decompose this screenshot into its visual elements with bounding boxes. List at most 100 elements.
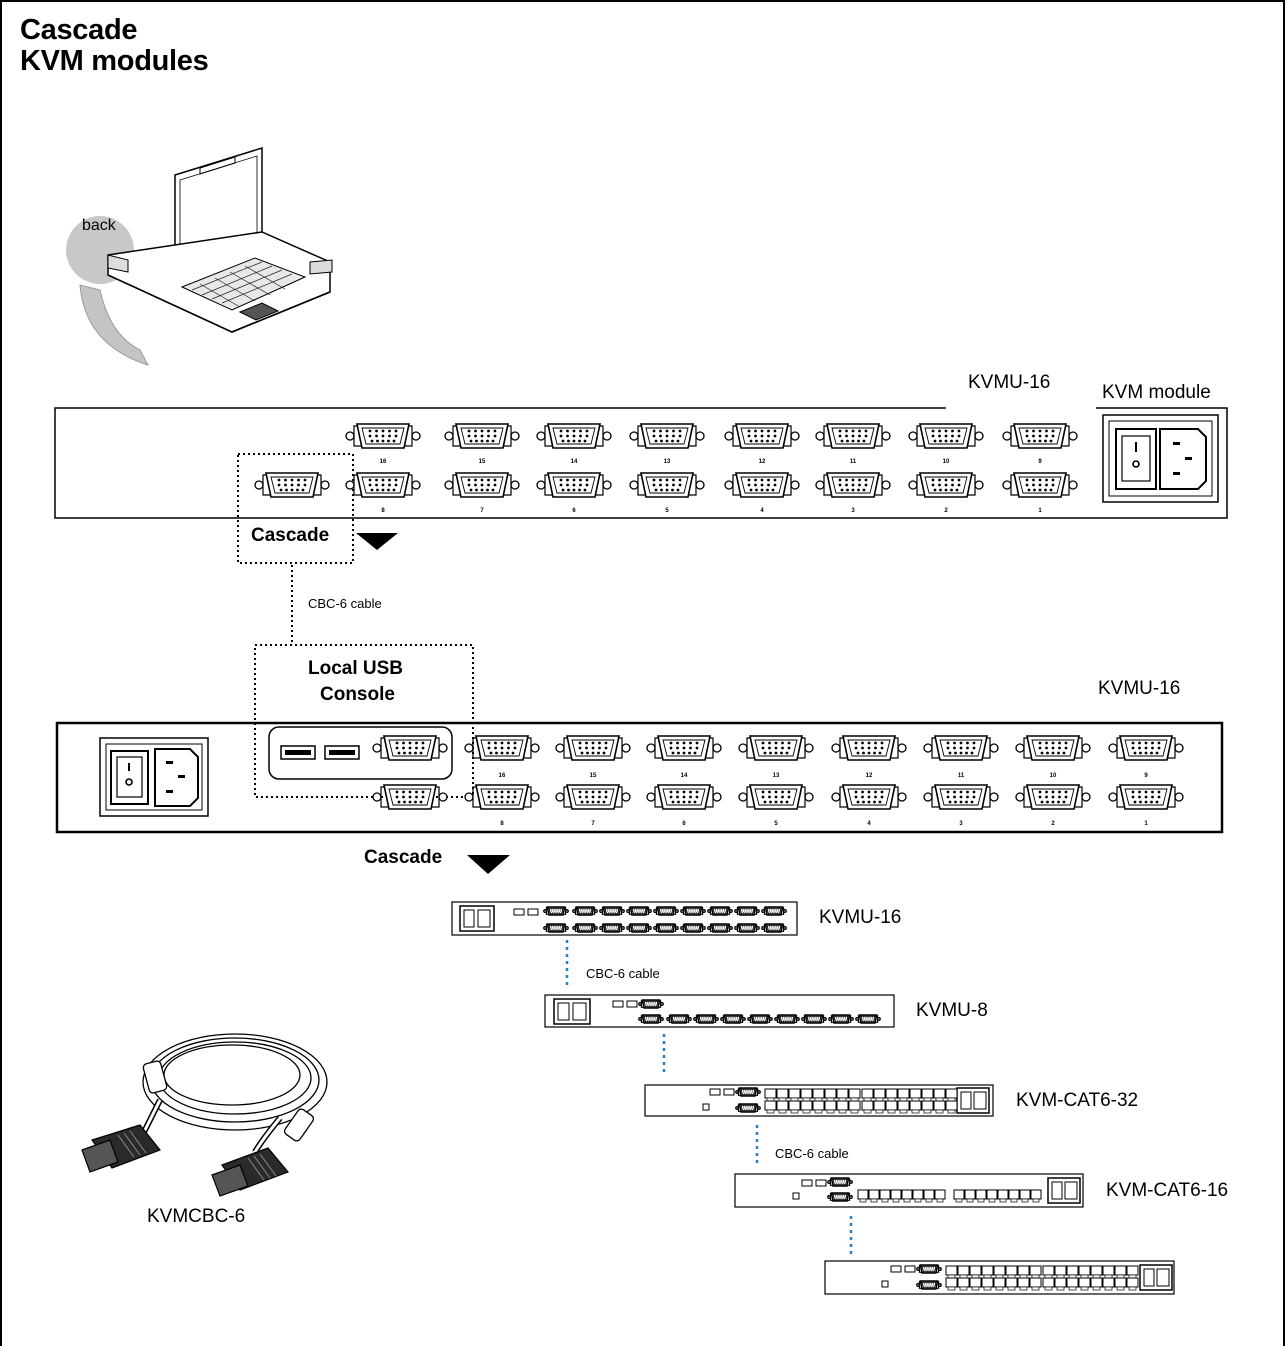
chain1-vga-port <box>761 906 787 916</box>
top-port-number-upper: 14 <box>571 459 578 465</box>
chain1-vga-port <box>653 906 679 916</box>
top-unit-module-label: KVM module <box>1102 382 1211 403</box>
top-unit-model-label: KVMU-16 <box>968 372 1051 393</box>
second-port-number-upper: 9 <box>1144 773 1148 779</box>
top-vga-port-lower <box>815 472 891 498</box>
chain4-cascade-port <box>827 1192 853 1202</box>
top-port-number-lower: 7 <box>480 508 484 514</box>
top-port-number-upper: 11 <box>850 459 857 465</box>
top-port-number-lower: 6 <box>572 508 576 514</box>
local-console-line-2: Console <box>320 684 395 705</box>
chain2-vga-port <box>801 1014 827 1024</box>
chain2-vga-port <box>720 1014 746 1024</box>
chain1-vga-port <box>599 923 625 933</box>
chain1-cascade-port <box>543 923 569 933</box>
chain3-console-port <box>735 1087 761 1097</box>
top-vga-port-upper <box>724 423 800 449</box>
second-port-number-upper: 15 <box>590 773 597 779</box>
chain-unit-5 <box>824 1260 1175 1295</box>
chain-unit-2-label: KVMU-8 <box>916 1000 988 1021</box>
second-port-number-lower: 6 <box>682 821 686 827</box>
chain1-vga-port <box>734 906 760 916</box>
top-port-number-lower: 1 <box>1038 508 1042 514</box>
top-port-number-upper: 10 <box>943 459 950 465</box>
second-vga-port-upper <box>923 735 999 761</box>
top-port-number-lower: 4 <box>760 508 764 514</box>
chain2-vga-port <box>666 1014 692 1024</box>
second-vga-port-upper <box>464 735 540 761</box>
second-vga-port-upper <box>1015 735 1091 761</box>
top-vga-port-lower <box>629 472 705 498</box>
chain-unit-4-label: KVM-CAT6-16 <box>1106 1180 1229 1201</box>
chain-unit-kvmu-16 <box>451 901 798 936</box>
top-power-socket <box>1159 428 1207 490</box>
top-port-number-lower: 5 <box>665 508 669 514</box>
second-vga-port-lower <box>555 784 631 810</box>
second-port-number-lower: 2 <box>1051 821 1055 827</box>
second-vga-port-lower <box>646 784 722 810</box>
top-cascade-port <box>254 472 330 498</box>
chain-unit-kvmu-8 <box>544 994 895 1028</box>
top-vga-port-upper <box>815 423 891 449</box>
top-vga-port-upper <box>536 423 612 449</box>
back-label: back <box>82 217 116 234</box>
top-cascade-label: Cascade <box>251 525 330 546</box>
chain1-console-port <box>543 906 569 916</box>
second-port-number-lower: 5 <box>774 821 778 827</box>
top-cascade-highlight <box>237 453 354 564</box>
second-vga-port-upper <box>738 735 814 761</box>
top-vga-port-upper <box>629 423 705 449</box>
second-vga-port-upper <box>1108 735 1184 761</box>
console-keyboard <box>180 257 307 311</box>
chain1-vga-port <box>572 923 598 933</box>
second-vga-port-upper <box>646 735 722 761</box>
second-vga-port-upper <box>555 735 631 761</box>
cable-link-1-label: CBC-6 cable <box>308 596 382 611</box>
chain5-cascade-port <box>916 1280 942 1290</box>
top-cascade-arrow-icon <box>356 533 398 550</box>
chain2-cascade-port <box>638 1014 664 1024</box>
top-vga-port-lower <box>536 472 612 498</box>
second-port-number-upper: 12 <box>866 773 873 779</box>
second-port-number-lower: 7 <box>591 821 595 827</box>
top-port-number-upper: 16 <box>380 459 387 465</box>
top-vga-port-lower <box>1002 472 1078 498</box>
chain-unit-kvm-cat6-16 <box>734 1173 1084 1208</box>
top-vga-port-upper <box>345 423 421 449</box>
chain1-vga-port <box>653 923 679 933</box>
top-vga-port-upper <box>444 423 520 449</box>
chain-unit-kvm-cat6-32 <box>644 1084 994 1117</box>
chain1-vga-port <box>761 923 787 933</box>
chain3-cascade-port <box>735 1103 761 1113</box>
top-port-number-upper: 13 <box>664 459 671 465</box>
second-unit-model-label: KVMU-16 <box>1098 678 1181 699</box>
chain5-console-port <box>916 1264 942 1274</box>
second-vga-port-lower <box>1108 784 1184 810</box>
second-cascade-label: Cascade <box>364 847 443 868</box>
chain2-vga-port <box>774 1014 800 1024</box>
top-vga-port-lower <box>908 472 984 498</box>
top-port-number-lower: 2 <box>944 508 948 514</box>
second-vga-port-lower <box>1015 784 1091 810</box>
second-vga-port-upper <box>831 735 907 761</box>
cable-product-label: KVMCBC-6 <box>147 1206 246 1227</box>
top-port-number-lower: 3 <box>851 508 855 514</box>
top-vga-port-lower <box>345 472 421 498</box>
chain-unit-1-label: KVMU-16 <box>819 907 902 928</box>
second-power-socket <box>154 748 199 807</box>
chain1-vga-port <box>707 906 733 916</box>
top-vga-port-lower <box>444 472 520 498</box>
top-vga-port-upper <box>908 423 984 449</box>
chain1-vga-port <box>599 906 625 916</box>
title-line-1: Cascade <box>20 14 138 46</box>
chain1-vga-port <box>680 923 706 933</box>
chain1-vga-port <box>626 906 652 916</box>
second-cascade-arrow-icon <box>467 855 510 874</box>
title-line-2: KVM modules <box>20 45 209 77</box>
